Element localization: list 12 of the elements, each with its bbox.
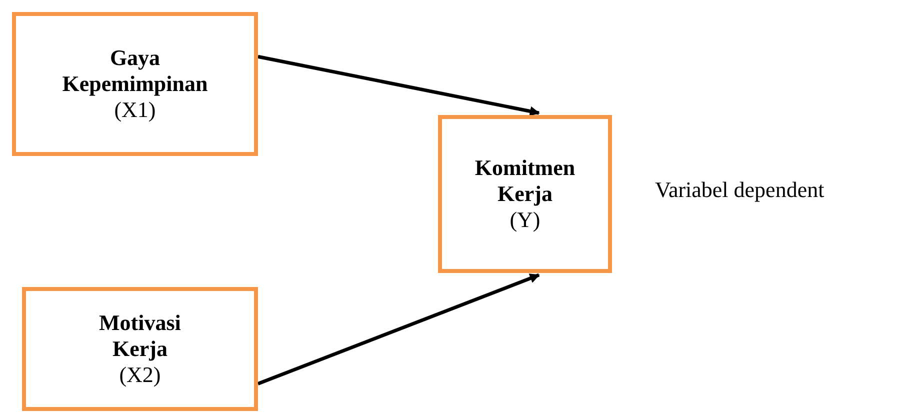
variable-type-label: Variabel dependent [655, 177, 824, 203]
variable-code: (Y) [510, 207, 540, 233]
variable-name: Motivasi Kerja [98, 310, 182, 362]
variable-box [12, 12, 258, 156]
variable-code: (X1) [114, 97, 156, 123]
variable-code: (X2) [119, 362, 161, 388]
arrow [258, 54, 540, 116]
arrow [257, 273, 540, 386]
variable-name: Komitmen Kerja [474, 155, 576, 207]
variable-box [22, 287, 258, 411]
variable-name: Gaya Kepemimpinan [61, 45, 209, 97]
variable-box [438, 115, 612, 273]
